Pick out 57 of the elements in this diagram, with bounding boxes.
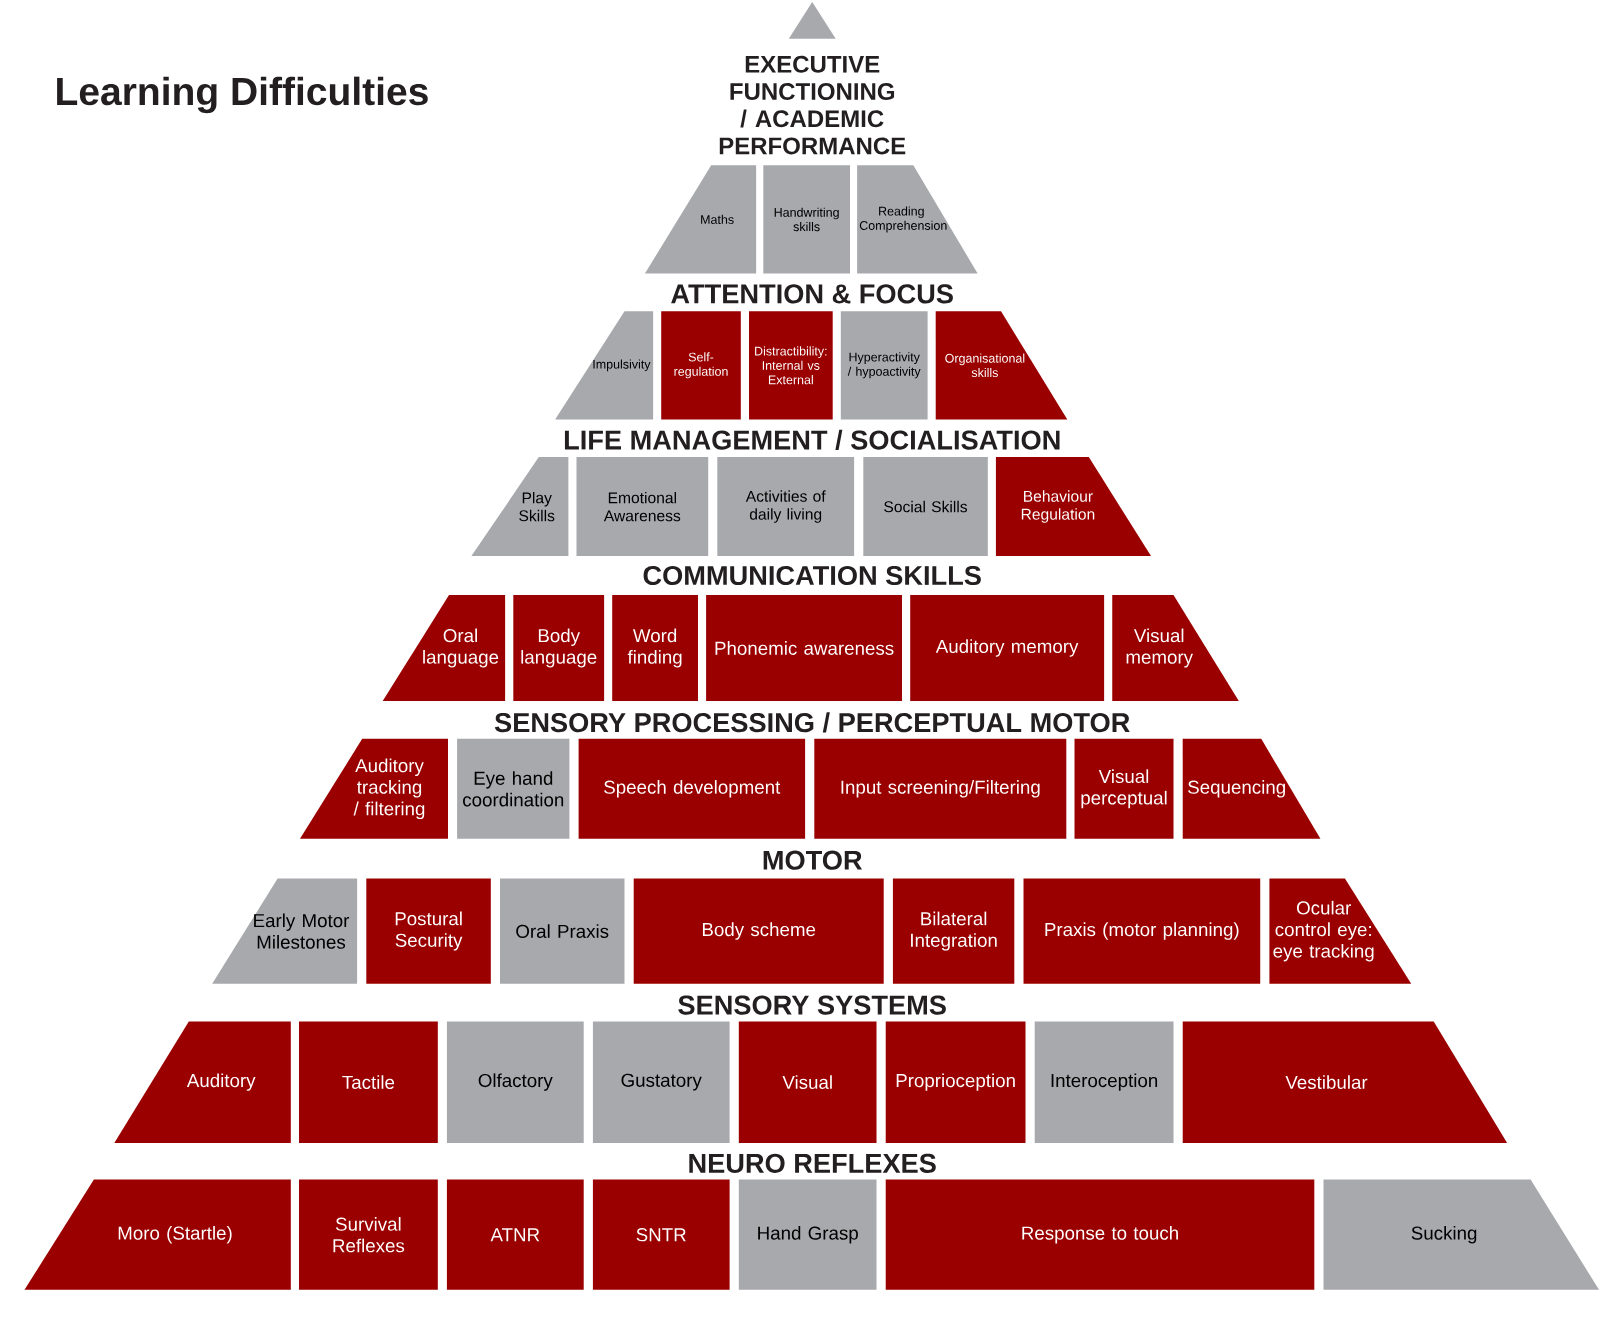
pyramid-block: Proprioception xyxy=(885,1021,1026,1143)
pyramid-block: Oral Praxis xyxy=(500,878,625,984)
pyramid-block: Visual xyxy=(738,1021,877,1143)
pyramid-block: Reading Comprehension xyxy=(857,165,978,274)
pyramid-block: Speech development xyxy=(578,738,806,839)
pyramid-block: Emotional Awareness xyxy=(576,457,709,557)
pyramid-block: Auditory xyxy=(114,1021,291,1143)
pyramid-block: Interoception xyxy=(1034,1021,1174,1143)
pyramid-block: Praxis (motor planning) xyxy=(1023,878,1261,984)
tier-heading: SENSORY PROCESSING / PERCEPTUAL MOTOR xyxy=(494,712,1130,733)
pyramid-block: Self-regulation xyxy=(661,311,741,420)
pyramid-block: Organisational skills xyxy=(935,311,1068,420)
pyramid-block: Behaviour Regulation xyxy=(995,457,1151,557)
pyramid-block: Response to touch xyxy=(885,1179,1315,1290)
pyramid-block: Handwriting skills xyxy=(763,165,850,274)
pyramid-block: Survival Reflexes xyxy=(299,1179,438,1290)
pyramid-block: Auditory tracking / filtering xyxy=(300,738,448,839)
pyramid-block: Sequencing xyxy=(1182,738,1321,839)
pyramid-block: Early Motor Milestones xyxy=(212,878,358,984)
pyramid-block: Word finding xyxy=(612,594,698,701)
tier-heading: NEURO REFLEXES xyxy=(689,1153,936,1173)
pyramid-block: Impulsivity xyxy=(555,311,654,420)
pyramid-block: Oral language xyxy=(382,594,506,701)
pyramid-block: Visual perceptual xyxy=(1074,738,1174,839)
pyramid-block: Sucking xyxy=(1323,1179,1599,1290)
pyramid-block: Ocular control eye: eye tracking xyxy=(1269,878,1412,984)
tier-heading: LIFE MANAGEMENT / SOCIALISATION xyxy=(564,429,1060,450)
pyramid-block: Input screening/Filtering xyxy=(814,738,1067,839)
pyramid-block: Hyperactivity / hypoactivity xyxy=(840,311,928,420)
pyramid-block: Body language xyxy=(513,594,605,701)
tier-heading: COMMUNICATION SKILLS xyxy=(643,565,981,586)
pyramid-block: Tactile xyxy=(299,1021,438,1143)
pyramid-block: Bilateral Integration xyxy=(892,878,1015,984)
pyramid-block: Social Skills xyxy=(863,457,988,557)
tier-heading: EXECUTIVE FUNCTIONING / ACADEMIC PERFORMANCE xyxy=(719,55,906,155)
pyramid-block: Moro (Startle) xyxy=(24,1179,291,1290)
tier-heading: SENSORY SYSTEMS xyxy=(678,995,946,1015)
pyramid-block: Play Skills xyxy=(471,457,569,557)
title: Learning Difficulties xyxy=(57,76,428,114)
pyramid-block: Olfactory xyxy=(446,1021,584,1143)
pyramid-block: Auditory memory xyxy=(910,594,1105,701)
pyramid-block: Body scheme xyxy=(633,878,884,984)
pyramid-block: Postural Security xyxy=(366,878,491,984)
pyramid-block: Gustatory xyxy=(592,1021,730,1143)
pyramid-block: SNTR xyxy=(592,1179,730,1290)
pyramid-block: ATNR xyxy=(446,1179,584,1290)
pyramid-block: Hand Grasp xyxy=(738,1179,877,1290)
pyramid-block: Eye hand coordination xyxy=(457,738,570,839)
pyramid-block: Maths xyxy=(644,165,757,274)
pyramid-block: Distractibility: Internal vs External xyxy=(749,311,833,420)
tier-heading: ATTENTION & FOCUS xyxy=(671,284,953,304)
pyramid-block: Vestibular xyxy=(1182,1021,1508,1143)
pyramid-block: Visual memory xyxy=(1112,594,1239,701)
tier-heading: MOTOR xyxy=(763,850,862,870)
pyramid-block: Activities of daily living xyxy=(717,457,855,557)
pyramid-block: Phonemic awareness xyxy=(706,594,902,701)
pyramid-tip xyxy=(788,2,836,39)
